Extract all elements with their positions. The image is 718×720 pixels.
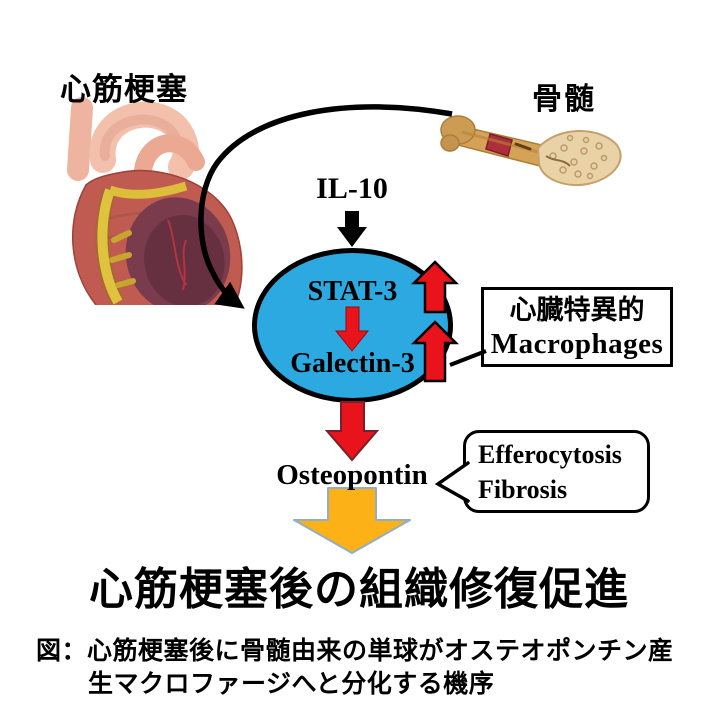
bone-marrow-illustration — [440, 115, 622, 186]
efferocytosis-fibrosis-callout: Efferocytosis Fibrosis — [463, 430, 650, 513]
callout-line2: Fibrosis — [478, 475, 568, 504]
callout-line1: Efferocytosis — [478, 440, 622, 469]
stat3-to-galectin3-arrow — [334, 306, 370, 352]
main-conclusion-title: 心筋梗塞後の組織修復促進 — [89, 565, 629, 614]
osteopontin-to-repair-arrow — [293, 487, 411, 554]
stat3-up-arrow — [410, 260, 460, 314]
caption-line2: 生マクロファージへと分化する機序 — [88, 670, 495, 698]
il10-label: IL-10 — [316, 172, 388, 205]
bone-to-cell-curved-arrow — [198, 104, 453, 309]
stat3-label: STAT-3 — [307, 276, 398, 307]
caption-line1: 図：心筋梗塞後に骨髄由来の単球がオステオポンチン産 — [36, 637, 674, 665]
heart-label: 心筋梗塞 — [60, 72, 188, 107]
macrophages-box: 心臓特異的 Macrophages — [481, 287, 673, 367]
macrophages-box-line1: 心臓特異的 — [509, 295, 645, 325]
galectin3-up-arrow — [410, 320, 460, 383]
il10-down-arrow — [337, 211, 367, 247]
cell-to-osteopontin-arrow — [324, 401, 380, 462]
bone-marrow-label: 骨髄 — [532, 83, 596, 116]
galectin3-label: Galectin-3 — [290, 348, 415, 379]
macrophages-pointer-line — [449, 349, 487, 367]
osteopontin-label: Osteopontin — [276, 459, 428, 491]
heart-illustration — [67, 97, 243, 305]
callout-tail — [434, 461, 470, 503]
macrophages-box-line2: Macrophages — [490, 328, 664, 360]
